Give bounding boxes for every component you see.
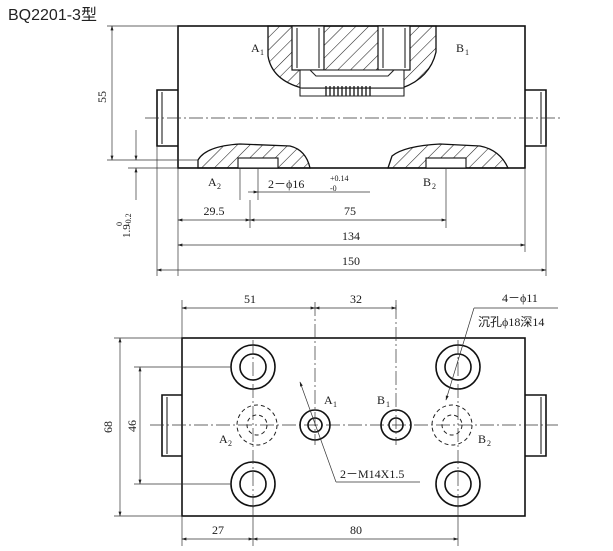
dim-port-spacing: 75 (344, 204, 356, 218)
section-view: A 1 B 1 A 2 B 2 55 1.9 0 -0.2 2－ϕ16 +0.1… (95, 25, 560, 276)
svg-text:-0: -0 (330, 184, 337, 193)
svg-text:2－ϕ16: 2－ϕ16 (268, 177, 304, 191)
svg-text:1: 1 (333, 400, 337, 409)
counterbore-spec: 沉孔ϕ18深14 (478, 315, 544, 329)
dim-body-length: 134 (342, 229, 360, 243)
lower-left-cutaway (197, 143, 311, 169)
label-b1-top: B (456, 41, 464, 55)
hidden-port-a2 (236, 404, 278, 446)
dim-height: 55 (95, 91, 109, 103)
label-a1: A (324, 393, 333, 407)
label-a1-top: A (251, 41, 260, 55)
svg-text:1: 1 (465, 48, 469, 57)
dim-offset: 1.9 0 -0.2 (115, 213, 133, 238)
svg-text:2: 2 (228, 439, 232, 448)
plan-left-end-cap (161, 394, 182, 457)
plan-right-end-cap (525, 394, 547, 457)
svg-text:1.9: 1.9 (121, 224, 133, 238)
dim-left-to-center: 51 (244, 292, 256, 306)
label-a2: A (219, 432, 228, 446)
lower-right-cutaway (387, 143, 510, 169)
dim-body-width: 68 (101, 421, 115, 433)
svg-text:-0.2: -0.2 (124, 213, 133, 226)
label-b1: B (377, 393, 385, 407)
svg-text:2: 2 (487, 439, 491, 448)
svg-text:0: 0 (115, 222, 124, 226)
svg-text:2: 2 (217, 182, 221, 191)
dim-center-spacing: 32 (350, 292, 362, 306)
dim-inner-width: 46 (125, 420, 139, 432)
dim-edge-offset: 27 (212, 523, 224, 537)
thread-spec: 2－M14X1.5 (340, 467, 404, 481)
plan-body-outline (181, 337, 526, 517)
svg-text:1: 1 (386, 400, 390, 409)
mount-hole-spec: 4－ϕ11 (502, 291, 538, 305)
label-b2: B (478, 432, 486, 446)
model-title: BQ2201-3型 (8, 7, 97, 24)
dim-hole-spacing: 80 (350, 523, 362, 537)
dim-overall-length: 150 (342, 254, 360, 268)
svg-text:2: 2 (432, 182, 436, 191)
svg-text:+0.14: +0.14 (330, 174, 349, 183)
hidden-port-b2 (431, 404, 473, 446)
bore-spec-label: 2－ϕ16 +0.14 -0 (268, 174, 349, 193)
label-a2-bottom: A (208, 175, 217, 189)
plan-view: A 1 B 1 A 2 B 2 51 32 4－ϕ11 沉孔ϕ18深14 2－M… (101, 291, 558, 546)
label-b2-bottom: B (423, 175, 431, 189)
dim-port-offset: 29.5 (204, 204, 225, 218)
svg-text:1: 1 (260, 48, 264, 57)
